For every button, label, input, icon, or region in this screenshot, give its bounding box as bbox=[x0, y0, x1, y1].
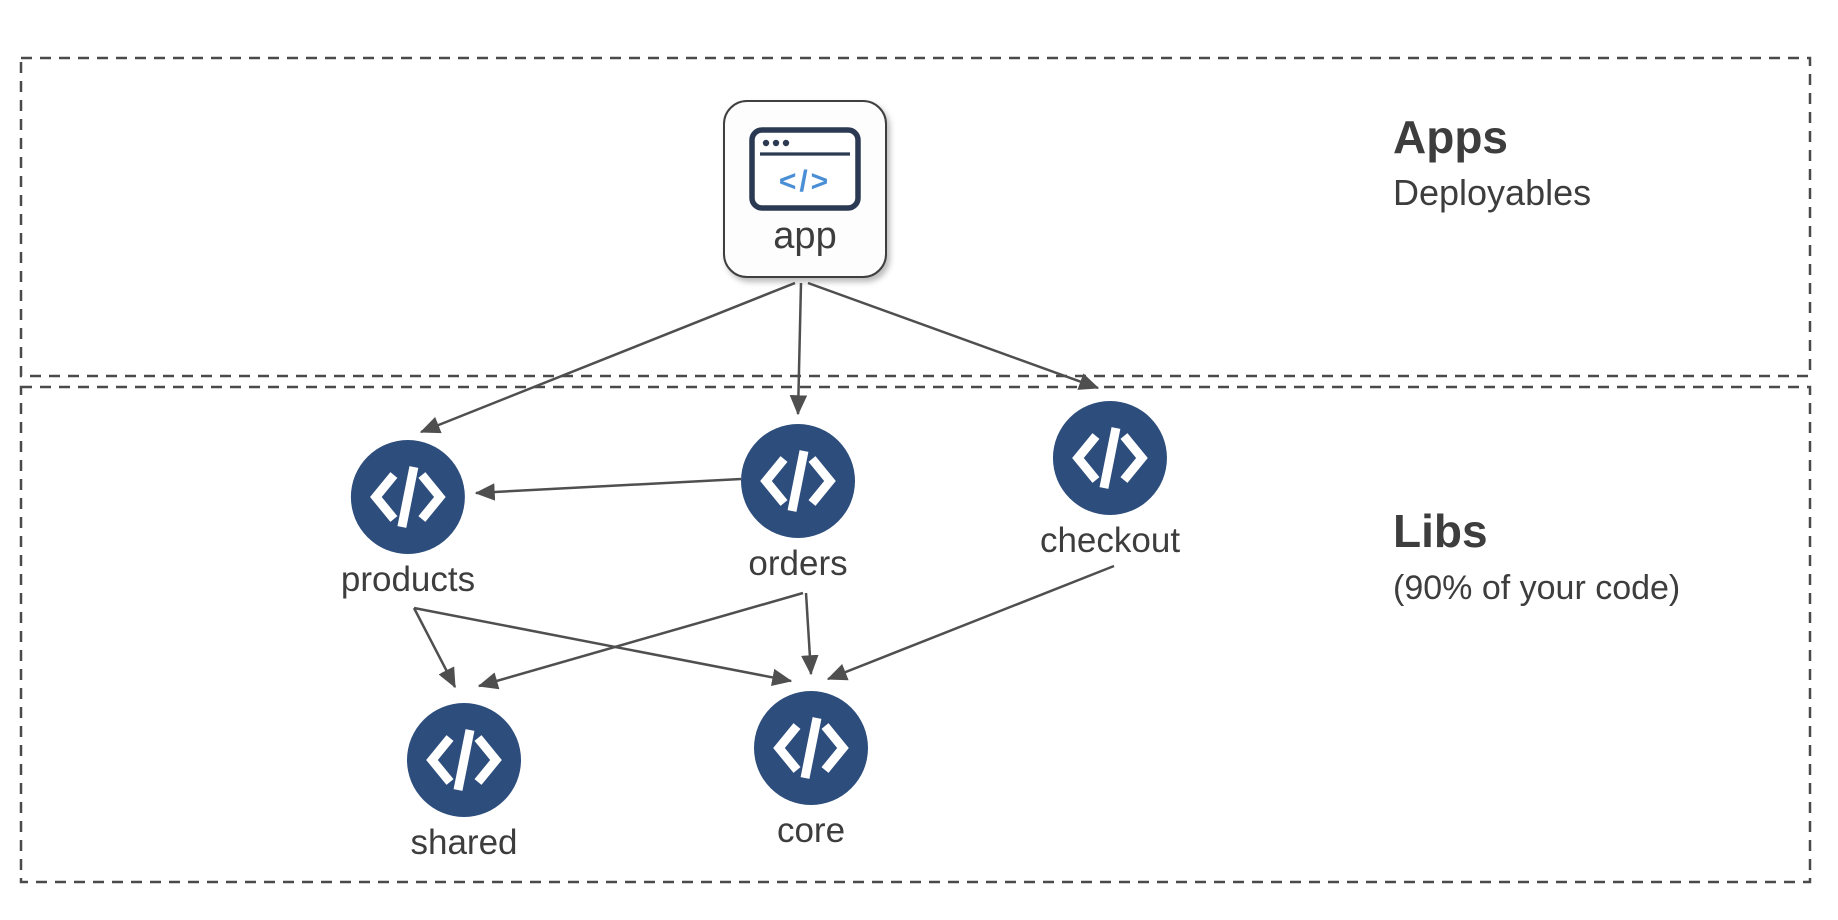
node-products: products bbox=[341, 440, 475, 601]
edge-orders-to-shared bbox=[477, 591, 804, 690]
dependency-arrows bbox=[412, 281, 1115, 690]
code-icon-core bbox=[754, 691, 868, 805]
apps-region-label: Apps Deployables bbox=[1393, 112, 1591, 214]
browser-code-icon: </> bbox=[749, 127, 861, 211]
libs-region-label: Libs (90% of your code) bbox=[1393, 506, 1680, 608]
apps-region-box bbox=[19, 56, 1812, 378]
code-icon-checkout bbox=[1053, 401, 1167, 515]
node-app: </> app bbox=[723, 100, 887, 278]
node-checkout: checkout bbox=[1040, 401, 1180, 562]
node-orders-label: orders bbox=[748, 544, 848, 583]
edge-app-to-products bbox=[419, 281, 796, 434]
code-icon-products bbox=[351, 440, 465, 554]
edge-orders-to-products bbox=[474, 477, 742, 501]
edge-orders-to-core bbox=[801, 592, 819, 676]
node-products-label: products bbox=[340, 560, 476, 599]
libs-region-subtitle: (90% of your code) bbox=[1393, 568, 1681, 607]
node-shared-label: shared bbox=[410, 823, 518, 862]
region-boxes bbox=[19, 56, 1812, 884]
apps-region-subtitle: Deployables bbox=[1393, 171, 1592, 213]
node-core-label: core bbox=[776, 811, 846, 850]
node-app-label: app bbox=[773, 215, 837, 257]
code-icon-orders bbox=[741, 424, 855, 538]
node-checkout-label: checkout bbox=[1039, 521, 1181, 560]
edge-checkout-to-core bbox=[826, 564, 1115, 681]
node-core: core bbox=[754, 691, 868, 852]
edge-products-to-shared bbox=[412, 607, 457, 689]
apps-region-title: Apps bbox=[1393, 111, 1508, 163]
edge-app-to-checkout bbox=[807, 281, 1100, 390]
edge-app-to-orders bbox=[789, 282, 808, 416]
node-shared: shared bbox=[407, 703, 521, 864]
code-icon-shared bbox=[407, 703, 521, 817]
libs-region-title: Libs bbox=[1393, 505, 1488, 557]
libs-region-box bbox=[19, 385, 1812, 884]
edge-products-to-core bbox=[413, 606, 793, 687]
node-orders: orders bbox=[741, 424, 855, 585]
app-icon-code-text: </> bbox=[779, 165, 831, 198]
